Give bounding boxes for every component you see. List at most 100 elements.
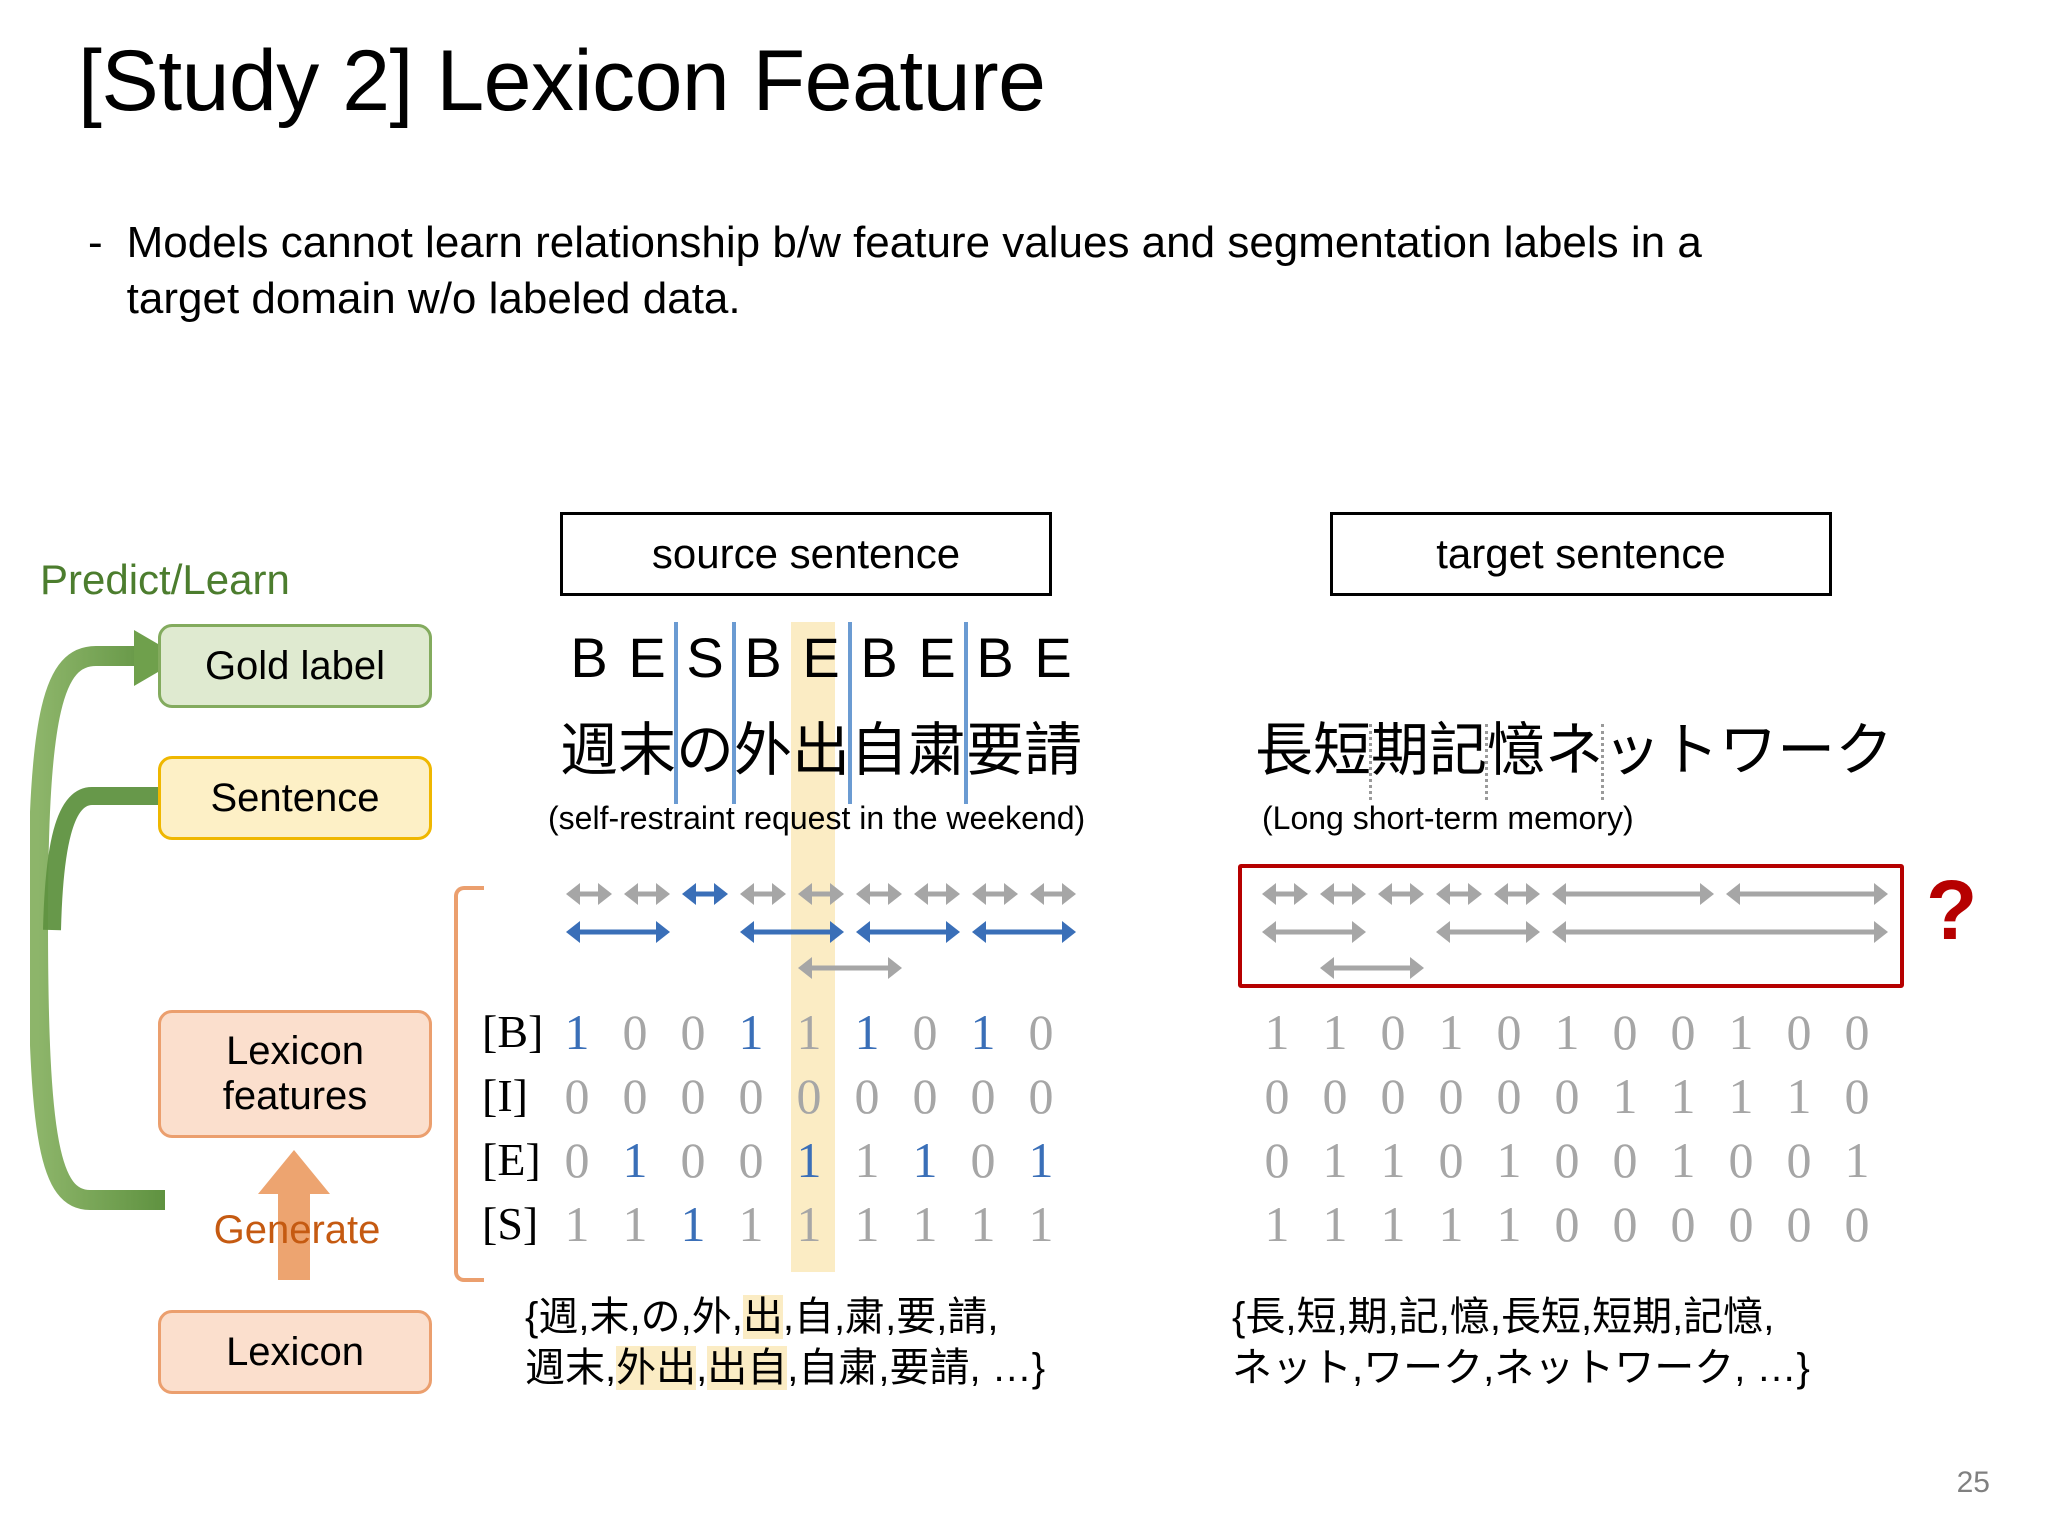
lexicon-token: , — [885, 1295, 897, 1339]
source-char-cell: 要 — [966, 718, 1025, 783]
bullet-item: - Models cannot learn relationship b/w f… — [88, 215, 1788, 328]
source-boundary-line — [848, 622, 852, 804]
target-feature-cell: 1 — [1670, 1068, 1696, 1124]
source-feature-cell: 1 — [1028, 1196, 1054, 1252]
target-feature-cell: 0 — [1554, 1196, 1580, 1252]
source-feature-cell: 1 — [622, 1132, 648, 1188]
source-feature-cell: 1 — [564, 1196, 590, 1252]
lexicon-token: , — [987, 1295, 999, 1339]
target-feature-cell: 0 — [1844, 1004, 1870, 1060]
ngram-arrow — [1378, 883, 1424, 905]
lexicon-token: , — [1285, 1295, 1297, 1339]
target-char-cell: ワ — [1719, 718, 1778, 783]
source-lexicon-line-1: {週,末,の,外,出,自,粛,要,請, — [525, 1292, 1145, 1343]
target-boundary-line — [1601, 724, 1604, 800]
source-feature-cell: 0 — [738, 1068, 764, 1124]
target-feature-cell: 1 — [1728, 1068, 1754, 1124]
lexicon-token: 要 — [896, 1295, 937, 1339]
bigram-arrow — [856, 921, 960, 943]
source-feature-cell: 1 — [796, 1004, 822, 1060]
bigram-arrow — [740, 921, 844, 943]
lexicon-token: , — [1387, 1295, 1399, 1339]
lexicon-token: 記憶 — [1683, 1295, 1764, 1339]
ngram-arrow — [1262, 921, 1366, 943]
target-feature-cell: 0 — [1844, 1196, 1870, 1252]
source-feature-cell: 1 — [970, 1196, 996, 1252]
source-feature-cell: 0 — [738, 1132, 764, 1188]
source-lexicon-line-2: 週末,外出,出自,自粛,要請, …} — [525, 1343, 1145, 1394]
source-char-cell: 自 — [850, 718, 909, 783]
sidebar-box-lexicon-features[interactable]: Lexicon features — [158, 1010, 432, 1138]
source-char-cell: 末 — [618, 718, 677, 783]
lexicon-token: 自粛 — [798, 1346, 879, 1391]
target-feature-cell: 0 — [1554, 1132, 1580, 1188]
sidebar-box-lexicon[interactable]: Lexicon — [158, 1310, 432, 1394]
bies-label-cell: B — [744, 626, 782, 689]
lexicon-token: , — [1352, 1346, 1364, 1391]
lexicon-token: ワーク — [1363, 1346, 1484, 1391]
lexicon-token: 長 — [1245, 1295, 1286, 1339]
target-char-cell: ト — [1661, 718, 1720, 783]
lexicon-token: 短期 — [1592, 1295, 1673, 1339]
lexicon-token: , — [629, 1295, 641, 1339]
sidebar-box-sentence[interactable]: Sentence — [158, 756, 432, 840]
ngram-arrow — [1320, 957, 1424, 979]
bies-label-cell: B — [570, 626, 608, 689]
unigram-arrow — [740, 883, 786, 905]
bies-label-cell: B — [860, 626, 898, 689]
target-char-cell: 憶 — [1487, 718, 1546, 783]
source-boundary-line — [732, 622, 736, 804]
source-lexicon-set: {週,末,の,外,出,自,粛,要,請, 週末,外出,出自,自粛,要請, …} — [525, 1292, 1145, 1394]
target-feature-cell: 0 — [1612, 1132, 1638, 1188]
bies-label-cell: E — [628, 626, 666, 689]
target-sentence-header: target sentence — [1330, 512, 1832, 596]
target-feature-cell: 1 — [1496, 1196, 1522, 1252]
lexicon-token: 粛 — [845, 1295, 886, 1339]
sidebar-box-gold-label[interactable]: Gold label — [158, 624, 432, 708]
source-feature-cell: 0 — [970, 1132, 996, 1188]
lexicon-token: 末 — [589, 1295, 630, 1339]
matrix-row-label: [B] — [482, 1006, 544, 1057]
lexicon-token: , — [1336, 1295, 1348, 1339]
source-feature-cell: 1 — [854, 1196, 880, 1252]
unigram-arrow — [914, 883, 960, 905]
target-feature-cell: 0 — [1728, 1132, 1754, 1188]
target-feature-cell: 0 — [1554, 1068, 1580, 1124]
source-feature-cell: 0 — [796, 1068, 822, 1124]
source-feature-cell: 0 — [854, 1068, 880, 1124]
target-gloss: (Long short-term memory) — [1262, 800, 1634, 836]
source-feature-cell: 0 — [680, 1068, 706, 1124]
source-feature-cell: 1 — [854, 1132, 880, 1188]
generate-label: Generate — [213, 1208, 381, 1252]
target-char-cell: ッ — [1603, 718, 1662, 783]
source-feature-cell: 1 — [796, 1132, 822, 1188]
target-ngram-arrow-diagram — [1262, 883, 1888, 979]
bies-label-cell: E — [918, 626, 956, 689]
bies-label-cell: B — [976, 626, 1014, 689]
bigram-arrow — [798, 957, 902, 979]
source-feature-cell: 0 — [970, 1068, 996, 1124]
sidebar-box-lexicon-features-label: Lexicon features — [222, 1029, 368, 1118]
target-feature-cell: 1 — [1322, 1196, 1348, 1252]
lexicon-token: ネット — [1232, 1346, 1352, 1391]
target-feature-cell: 1 — [1380, 1196, 1406, 1252]
source-char-cell: 粛 — [908, 718, 967, 783]
target-feature-cell: 1 — [1438, 1004, 1464, 1060]
page-title: [Study 2] Lexicon Feature — [78, 33, 1046, 129]
source-char-cell: 請 — [1024, 718, 1083, 783]
source-feature-cell: 0 — [564, 1132, 590, 1188]
source-char-cell: 外 — [734, 718, 793, 783]
question-mark-annotation: ? — [1926, 863, 1978, 957]
lexicon-token: の — [640, 1295, 681, 1339]
target-feature-cell: 1 — [1554, 1004, 1580, 1060]
target-lexicon-set: {長,短,期,記,憶,長短,短期,記憶, ネット,ワーク,ネットワーク, …} — [1232, 1292, 1892, 1394]
target-feature-cell: 0 — [1728, 1196, 1754, 1252]
source-feature-cell: 0 — [680, 1132, 706, 1188]
lexicon-token: { — [1232, 1295, 1246, 1339]
